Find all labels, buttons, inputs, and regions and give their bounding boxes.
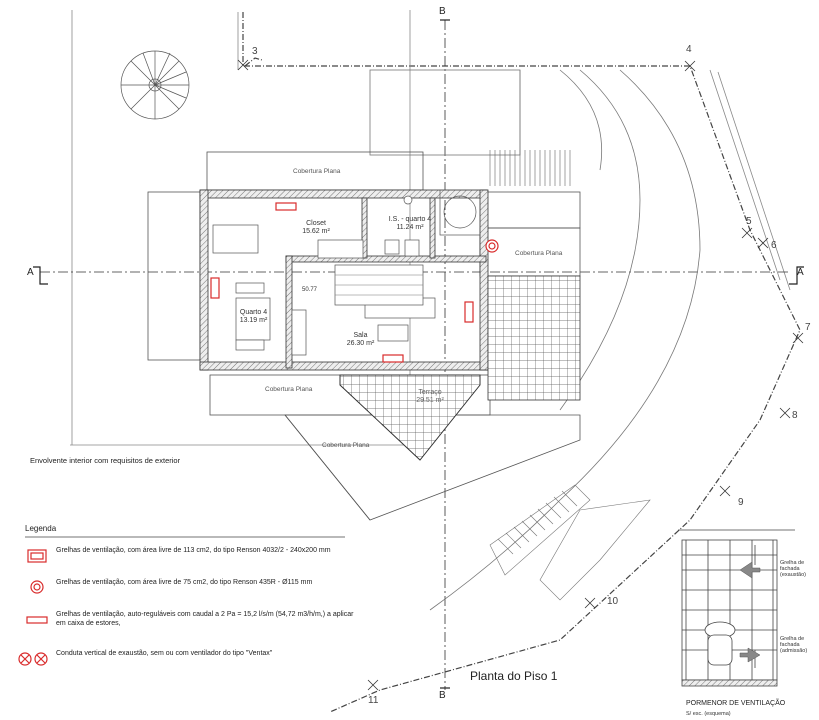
room-is-quarto4-area: 11.24 m² [396,223,424,231]
room-closet: Closet 15.62 m² [296,220,336,235]
legend-item-slot-grille: Grelhas de ventilação, auto-reguláveis c… [56,611,354,627]
room-terraco: Terraço 29.51 m² [405,389,455,404]
point-5-label: 5 [746,216,752,227]
legend-icons [18,549,48,666]
level-mark: 50.77 [302,287,318,293]
detail-grelha-exaustao: Grelha de fachada (exaustão) [780,560,806,579]
point-6-label: 6 [771,240,777,251]
room-sala-name: Sala [353,332,368,339]
detail-scale: S/ esc. (esquema) [686,711,731,717]
roof-lower-label: Cobertura Plana [322,442,370,449]
legend-title: Legenda [25,524,57,533]
drawing-note: Envolvente interior com requisitos de ex… [30,456,181,465]
section-b-top-label: B [439,6,446,17]
room-sala: Sala 26.30 m² [338,332,383,347]
room-quarto4-name: Quarto 4 [239,309,268,316]
legend-item-exhaust-duct: Conduta vertical de exaustão, sem ou com… [56,650,273,657]
room-sala-area: 26.30 m² [346,339,375,347]
plan-grilles [210,202,499,363]
spiral-stair [120,50,190,120]
room-quarto4-area: 13.19 m² [239,316,268,324]
room-is-quarto4: I.S. - quarto 4 11.24 m² [380,216,440,231]
roof-top-label: Cobertura Plana [293,168,341,175]
detail-grelha-admissao: Grelha de fachada (admissão) [780,636,808,655]
point-10-label: 10 [607,596,619,607]
roof-bottom-label: Cobertura Plana [265,386,313,393]
house-walls [199,189,491,371]
section-a-right-label: A [797,267,804,278]
legend-item-large-grille: Grelhas de ventilação, com área livre de… [56,547,331,554]
room-closet-area: 15.62 m² [302,227,330,235]
room-closet-name: Closet [306,220,326,227]
point-4-label: 4 [686,44,692,55]
point-11-label: 11 [368,695,379,706]
section-lines [40,20,790,690]
property-boundary [242,12,801,713]
room-terraco-area: 29.51 m² [416,396,444,404]
east-terrace [487,275,581,401]
point-8-label: 8 [792,410,798,421]
drawing-title: Planta do Piso 1 [470,669,558,683]
point-7-label: 7 [805,322,811,333]
section-b-bottom-label: B [439,690,446,701]
point-9-label: 9 [738,497,744,508]
room-terraco-name: Terraço [418,389,442,396]
room-quarto4: Quarto 4 13.19 m² [231,309,276,324]
terrace [339,374,481,461]
room-is-quarto4-name: I.S. - quarto 4 [388,216,432,223]
point-3-label: 3 [252,46,258,57]
detail-title: PORMENOR DE VENTILAÇÃO [686,700,786,707]
section-a-left-label: A [27,267,34,278]
roof-right-label: Cobertura Plana [515,250,563,257]
ventilation-detail-drawing [678,529,795,687]
legend-item-round-grille: Grelhas de ventilação, com área livre de… [56,579,313,586]
